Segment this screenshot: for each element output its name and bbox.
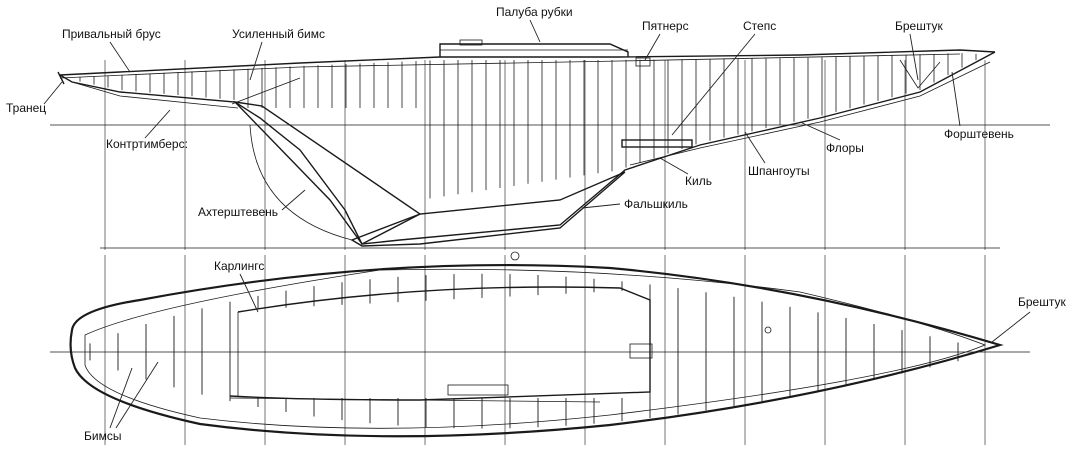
label-keel: Киль xyxy=(685,174,712,188)
deck-outline xyxy=(69,263,1004,438)
plan-mast-mark xyxy=(510,251,520,261)
mast-step-block xyxy=(621,139,693,148)
rudder-arc xyxy=(249,124,353,241)
keel-inner-line xyxy=(629,61,991,166)
label-false-keel: Фальшкиль xyxy=(624,197,688,211)
leader-partners xyxy=(644,33,661,61)
label-breasthook: Брештук xyxy=(895,19,943,33)
plan-cockpit-seat xyxy=(447,384,509,396)
label-floors: Флоры xyxy=(826,141,864,155)
leader-counter-timber xyxy=(144,109,171,139)
leader-sheer-strake xyxy=(109,41,131,73)
carlings-outline xyxy=(229,286,651,401)
label-reinforced-beam: Усиленный бимс xyxy=(232,27,325,41)
leader-frames xyxy=(744,131,766,164)
leader-stem xyxy=(951,71,961,127)
partners-block xyxy=(635,57,651,67)
profile-frames xyxy=(79,53,977,199)
label-counter-timber: Контртимберс: xyxy=(106,137,188,151)
label-sheer-strake: Привальный брус xyxy=(62,27,161,41)
plan-view xyxy=(50,251,1030,445)
deck-sheer-line xyxy=(59,49,996,76)
label-beams: Бимсы xyxy=(84,429,121,443)
leader-false-keel xyxy=(581,203,621,209)
hatch-coaming xyxy=(459,39,483,46)
leader-step xyxy=(671,33,756,136)
counter-timber-line xyxy=(71,81,239,109)
leader-reinforced-beam xyxy=(249,41,263,81)
profile-view xyxy=(50,39,1050,250)
label-deckhouse-deck: Палуба рубки xyxy=(496,5,573,19)
label-stem: Форштевень xyxy=(944,127,1014,141)
leader-beams-2 xyxy=(115,361,159,429)
reinforced-beam-line xyxy=(231,77,301,105)
leader-floors xyxy=(799,121,841,141)
plan-hatch xyxy=(629,343,653,359)
leader-deckhouse-deck xyxy=(529,19,541,43)
leader-breasthook xyxy=(909,33,919,81)
plan-beams xyxy=(89,273,959,429)
label-transom: Транец xyxy=(6,101,46,115)
inner-sheer-line xyxy=(84,268,987,429)
leader-transom xyxy=(43,81,63,105)
leader-keel xyxy=(659,157,689,175)
leader-breasthook-plan xyxy=(991,311,1031,343)
label-step: Степс xyxy=(743,19,776,33)
transom-edge xyxy=(57,71,65,85)
false-keel xyxy=(350,171,626,247)
breasthook-profile xyxy=(899,59,941,89)
plan-fitting xyxy=(764,326,772,334)
label-carlings: Карлингс xyxy=(214,259,264,273)
leader-sternpost xyxy=(281,189,306,211)
label-frames: Шпангоуты xyxy=(748,164,810,178)
profile-station-lines xyxy=(104,60,986,250)
labels: Палуба рубки Привальный брус Усиленный б… xyxy=(6,5,1066,443)
deckhouse-roof xyxy=(439,43,629,57)
plan-side-deck-line xyxy=(229,397,601,403)
leader-beams-1 xyxy=(109,367,133,429)
leader-carlings xyxy=(239,273,259,313)
sheer-strake-line xyxy=(59,53,961,79)
sternpost xyxy=(233,101,422,245)
label-breasthook-plan: Брештук xyxy=(1018,295,1066,309)
label-sternpost: Ахтерштевень xyxy=(198,205,278,219)
label-partners: Пятнерс xyxy=(642,19,689,33)
